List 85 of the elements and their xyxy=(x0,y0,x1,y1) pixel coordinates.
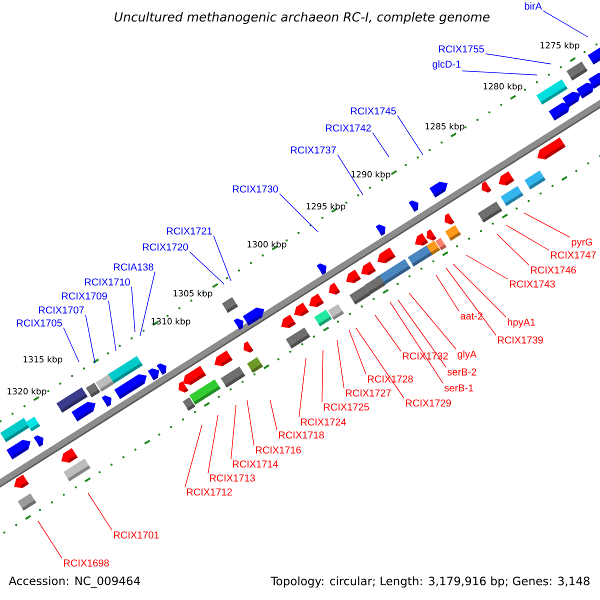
gene-label: RCIX1710 xyxy=(85,278,130,286)
leader-line xyxy=(524,212,570,238)
gene-label: RCIX1739 xyxy=(498,336,543,344)
gene-label: serB-1 xyxy=(444,384,474,392)
leader-line xyxy=(462,70,538,76)
leader-line xyxy=(374,314,402,352)
gene-label: RCIX1724 xyxy=(301,418,346,426)
gene-label: RCIX1725 xyxy=(324,403,369,411)
leader-line xyxy=(108,300,116,352)
leader-line xyxy=(131,286,136,332)
leader-line xyxy=(337,154,364,196)
gene-label: birA xyxy=(524,2,542,10)
position-label: 1315 kbp xyxy=(24,356,62,364)
title: Uncultured methanogenic archaeon RC-I, complete genome xyxy=(114,12,490,24)
leader-line xyxy=(408,292,456,350)
gene-label: RCIX1712 xyxy=(187,488,232,496)
leader-line xyxy=(485,53,552,64)
leader-line xyxy=(213,235,232,282)
gene-label: RCIX1714 xyxy=(233,460,278,468)
position-label: 1305 kbp xyxy=(174,290,212,298)
leader-line xyxy=(466,254,508,280)
position-label: 1285 kbp xyxy=(426,122,464,132)
leader-line xyxy=(542,10,588,38)
gene-label: RCIX1716 xyxy=(256,446,301,454)
gene-label: glyA xyxy=(458,350,477,360)
leader-line xyxy=(298,358,306,418)
gene-label: RCIX1742 xyxy=(326,124,371,132)
gene-label: pyrG xyxy=(572,238,592,248)
position-label: 1310 kbp xyxy=(152,318,190,326)
position-label: 1290 kbp xyxy=(352,170,390,180)
gene-label: RCIX1707 xyxy=(39,306,84,314)
gene-label: RCIX1745 xyxy=(351,107,396,115)
leader-line xyxy=(189,251,224,284)
leader-line xyxy=(452,264,506,318)
leader-line xyxy=(398,300,446,368)
gene-label: RCIX1709 xyxy=(62,292,107,300)
leader-line xyxy=(336,340,344,389)
gene-label: RCIX1755 xyxy=(439,45,484,53)
gene-label: glcD-1 xyxy=(432,60,461,70)
leader-line xyxy=(140,271,156,336)
gene-label: RCIX1705 xyxy=(17,319,62,327)
position-label: 1320 kbp xyxy=(8,388,46,396)
gene-label: RCIX1720 xyxy=(143,243,188,251)
leader-line xyxy=(279,193,318,232)
leader-line xyxy=(436,274,460,312)
position-label: 1300 kbp xyxy=(248,240,286,250)
gene-label: RCIX1698 xyxy=(64,559,109,567)
gene-label: RCIX1701 xyxy=(114,531,159,539)
accession-text: Accession: NC_009464 xyxy=(8,576,140,588)
gene-label: RCIX1746 xyxy=(531,266,576,274)
gene-label: RCIX1713 xyxy=(210,474,255,482)
leader-line xyxy=(397,115,424,156)
leader-line xyxy=(390,302,444,384)
leader-line xyxy=(356,328,404,399)
gene-label: RCIX1730 xyxy=(233,185,278,193)
gene-label: hpyA1 xyxy=(508,318,536,328)
position-label: 1280 kbp xyxy=(484,82,522,92)
position-label: 1275 kbp xyxy=(540,42,580,50)
leader-line xyxy=(322,350,324,403)
gene-label: RCIA138 xyxy=(114,263,154,271)
leader-line xyxy=(496,234,530,266)
leader-line xyxy=(85,314,96,364)
gene-label: RCIX1729 xyxy=(406,399,451,407)
gene-label: RCIX1737 xyxy=(291,146,336,154)
gene-label: aat-2 xyxy=(460,312,482,320)
leader-line xyxy=(446,268,496,336)
gene-label: RCIX1718 xyxy=(279,431,324,439)
leader-line xyxy=(184,424,202,488)
leader-line xyxy=(270,400,278,431)
leader-line xyxy=(208,414,218,474)
gene-label: serB-2 xyxy=(447,368,476,376)
genome-summary-text: Topology: circular; Length: 3,179,916 bp; Genes: 3,148 xyxy=(270,576,590,588)
leader-line xyxy=(230,404,236,460)
gene-label: RCIX1727 xyxy=(346,389,391,397)
leader-line xyxy=(88,492,112,531)
gene-label: RCIX1721 xyxy=(167,227,212,235)
leader-line xyxy=(63,327,80,362)
leader-line xyxy=(38,520,62,559)
leader-line xyxy=(506,224,550,251)
leader-line xyxy=(246,400,254,446)
gene-label: RCIX1747 xyxy=(551,251,596,259)
position-label: 1295 kbp xyxy=(306,202,346,212)
gene-label: RCIX1743 xyxy=(510,280,555,288)
leader-line xyxy=(372,132,390,158)
leader-line xyxy=(348,330,366,375)
